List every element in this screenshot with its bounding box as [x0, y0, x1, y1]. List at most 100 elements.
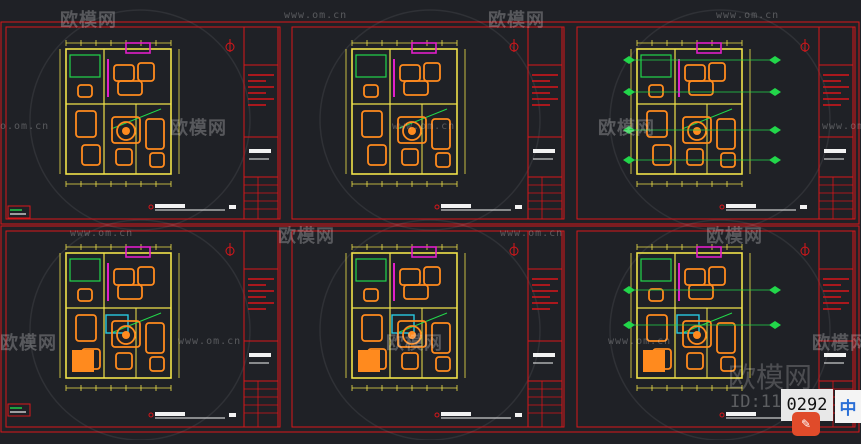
furniture-symbol — [399, 268, 421, 286]
furniture-symbol — [117, 284, 143, 300]
dining-table-symbol — [687, 121, 707, 141]
floor-plan-walls — [351, 48, 458, 175]
furniture-symbol — [708, 62, 726, 82]
furniture-symbol — [399, 64, 421, 82]
watermark-ring — [609, 9, 831, 231]
drawing-title-marker — [148, 412, 154, 418]
drawing-title-text — [726, 412, 756, 416]
dining-table-symbol — [116, 121, 136, 141]
furniture-symbol — [81, 348, 101, 370]
room-outline-green — [640, 258, 672, 282]
furniture-symbol — [423, 266, 441, 286]
furniture-symbol — [648, 288, 664, 302]
section-marker-icon — [623, 156, 635, 164]
furniture-symbol — [684, 268, 706, 286]
drawing-title-text — [726, 204, 756, 208]
title-block — [818, 230, 854, 428]
furniture-symbol — [137, 62, 155, 82]
drawing-title-text — [155, 412, 185, 416]
furniture-symbol — [75, 110, 97, 138]
furniture-symbol — [77, 288, 93, 302]
dining-table-center — [122, 331, 130, 339]
section-marker-icon — [769, 126, 781, 134]
section-marker-icon — [623, 56, 635, 64]
floor-plan-walls — [65, 252, 172, 379]
furniture-symbol — [688, 80, 714, 96]
dining-table-symbol — [116, 325, 136, 345]
room-outline-green — [640, 54, 672, 78]
title-block — [243, 230, 279, 428]
dining-table-symbol — [402, 121, 422, 141]
watermark-big-brand: 欧模网 — [728, 361, 813, 394]
legend-stamp — [7, 205, 31, 219]
balcony-outline — [125, 42, 151, 54]
floor-plan-walls — [351, 252, 458, 379]
section-marker-icon — [623, 286, 635, 294]
balcony-outline — [411, 246, 437, 258]
section-marker-icon — [769, 286, 781, 294]
furniture-symbol — [137, 266, 155, 286]
title-block — [243, 26, 279, 220]
furniture-symbol — [115, 148, 133, 166]
watermark-ring — [319, 9, 541, 231]
dining-table-center — [122, 127, 130, 135]
furniture-symbol — [363, 288, 379, 302]
room-outline-green — [355, 258, 387, 282]
floor-plan-walls — [636, 48, 743, 175]
room-outline-green — [69, 54, 101, 78]
room-outline-green — [69, 258, 101, 282]
furniture-symbol — [75, 314, 97, 342]
furniture-symbol — [361, 110, 383, 138]
drawing-title-marker — [434, 412, 440, 418]
drawing-title-text — [155, 204, 185, 208]
furniture-symbol — [720, 356, 736, 372]
sheet-border — [576, 230, 856, 428]
furniture-symbol — [363, 84, 379, 98]
section-marker-icon — [769, 56, 781, 64]
title-block — [527, 26, 563, 220]
furniture-symbol — [149, 356, 165, 372]
title-block-label — [824, 353, 846, 357]
furniture-symbol — [77, 84, 93, 98]
floor-tile-area — [358, 350, 380, 372]
sheet-border — [291, 230, 565, 428]
room-outline-green — [355, 54, 387, 78]
furniture-symbol — [688, 284, 714, 300]
furniture-symbol — [435, 356, 451, 372]
balcony-outline — [696, 246, 722, 258]
watermark-ring — [29, 9, 251, 231]
dining-table-symbol — [687, 325, 707, 345]
sheet-row-frame — [0, 225, 860, 433]
floor-plan-walls — [65, 48, 172, 175]
furniture-symbol — [397, 116, 427, 144]
furniture-symbol — [684, 64, 706, 82]
section-marker-icon — [623, 321, 635, 329]
furniture-symbol — [361, 314, 383, 342]
furniture-symbol — [648, 84, 664, 98]
furniture-symbol — [117, 80, 143, 96]
title-block-label — [249, 149, 271, 153]
drawing-scale-text — [800, 205, 807, 209]
furniture-symbol — [646, 314, 668, 342]
furniture-symbol — [435, 152, 451, 168]
floor-tile-area — [643, 350, 665, 372]
furniture-symbol — [431, 118, 451, 150]
floor-plan-walls — [636, 252, 743, 379]
dining-table-symbol — [402, 325, 422, 345]
furniture-symbol — [113, 64, 135, 82]
furniture-symbol — [397, 320, 427, 348]
furniture-symbol — [401, 148, 419, 166]
sheet-border — [5, 230, 281, 428]
section-marker-icon — [623, 126, 635, 134]
legend-stamp — [7, 403, 31, 417]
furniture-symbol — [401, 352, 419, 370]
dining-table-center — [693, 127, 701, 135]
drawing-title-marker — [148, 204, 154, 210]
title-block-label — [249, 353, 271, 357]
sheet-row-frame — [0, 21, 860, 225]
section-marker-icon — [769, 88, 781, 96]
logo-badge: 中 — [835, 390, 861, 423]
title-block — [818, 26, 854, 220]
